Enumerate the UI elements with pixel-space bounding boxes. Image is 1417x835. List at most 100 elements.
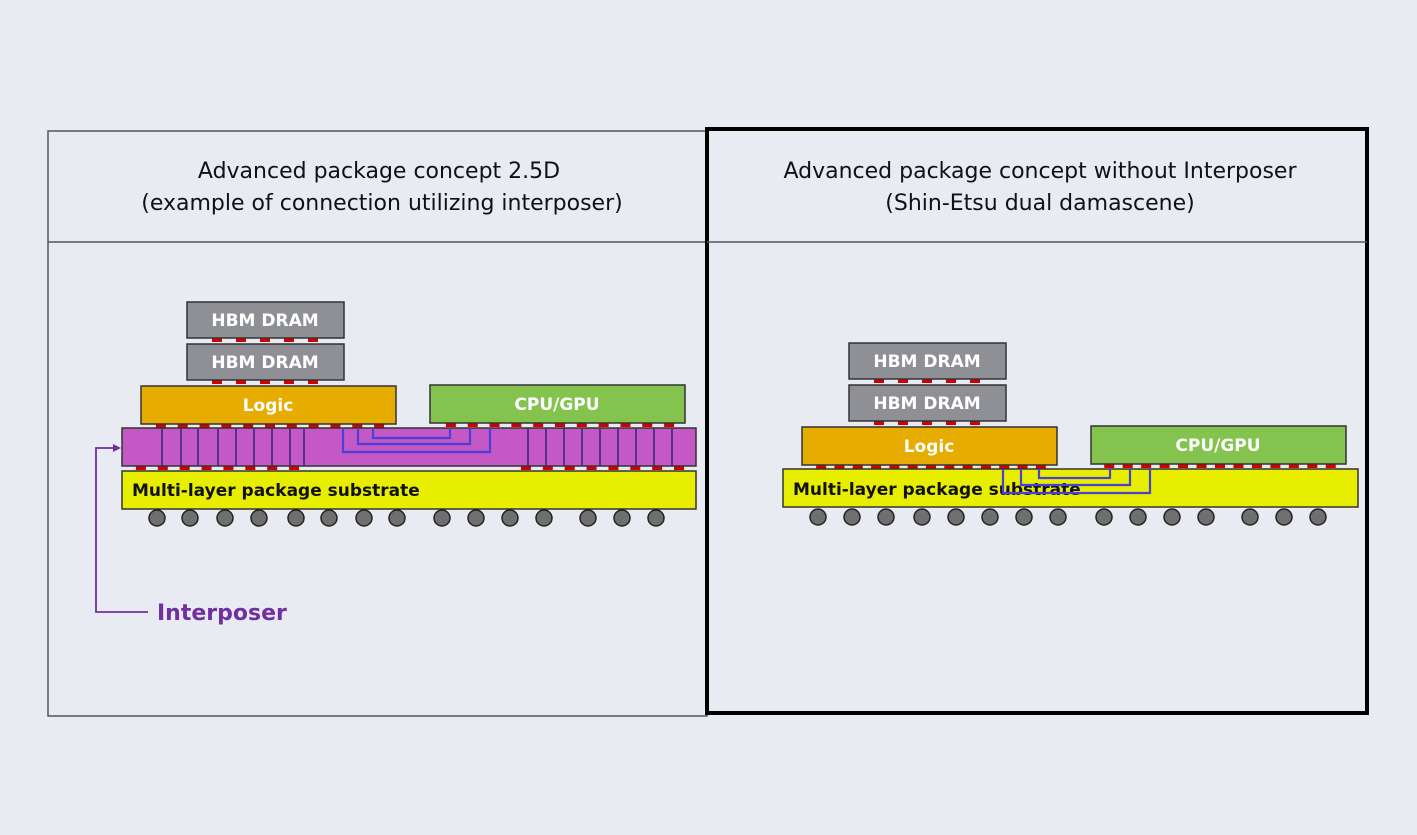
micro-bump — [962, 464, 973, 469]
left-cpu-gpu-die — [429, 384, 686, 424]
micro-bump — [1159, 463, 1170, 468]
micro-bump — [265, 423, 275, 428]
micro-bump — [926, 464, 936, 469]
right-hbm-dram-bottom — [848, 384, 1007, 422]
micro-bump — [199, 423, 210, 428]
solder-ball — [647, 509, 665, 527]
solder-ball — [467, 509, 485, 527]
solder-ball — [1049, 508, 1067, 526]
solder-ball — [613, 509, 631, 527]
micro-bump — [922, 378, 932, 383]
micro-bump — [1141, 463, 1152, 468]
solder-ball — [501, 509, 519, 527]
micro-bump — [243, 423, 254, 428]
interposer-label: Interposer — [157, 601, 287, 626]
micro-bump — [330, 423, 341, 428]
right-bumps — [816, 378, 1336, 469]
left-hbm-dram-bottom-label: HBM DRAM — [211, 353, 318, 373]
solder-ball — [1163, 508, 1181, 526]
micro-bump — [970, 378, 980, 383]
right-panel-title-line2: (Shin-Etsu dual damascene) — [885, 191, 1194, 216]
right-dual-damascene-wiring — [1001, 469, 1152, 495]
micro-bump — [155, 423, 166, 428]
micro-bump — [286, 423, 297, 428]
left-cpu-gpu-label: CPU/GPU — [514, 395, 599, 415]
solder-ball — [1309, 508, 1327, 526]
solder-ball — [1095, 508, 1113, 526]
solder-ball — [287, 509, 305, 527]
micro-bump — [467, 422, 478, 427]
left-bumps — [135, 337, 685, 470]
interposer-pointer-arrow — [95, 447, 148, 613]
micro-bump — [533, 422, 544, 427]
micro-bump — [260, 379, 270, 384]
micro-bump — [608, 465, 619, 470]
micro-bump — [834, 464, 845, 469]
micro-bump — [212, 337, 222, 342]
micro-bump — [135, 465, 146, 470]
solder-ball — [913, 508, 931, 526]
micro-bump — [652, 465, 663, 470]
micro-bump — [374, 423, 385, 428]
micro-bump — [907, 464, 918, 469]
micro-bump — [852, 464, 863, 469]
micro-bump — [308, 337, 318, 342]
micro-bump — [555, 422, 565, 427]
micro-bump — [520, 465, 531, 470]
micro-bump — [889, 464, 900, 469]
micro-bump — [511, 422, 522, 427]
micro-bump — [1307, 463, 1318, 468]
solder-ball — [1197, 508, 1215, 526]
solder-ball — [433, 509, 451, 527]
micro-bump — [1035, 464, 1046, 469]
micro-bump — [898, 420, 908, 425]
right-package-substrate — [782, 468, 1359, 508]
micro-bump — [221, 423, 232, 428]
micro-bump — [223, 465, 234, 470]
left-interposer — [121, 427, 697, 467]
left-logic-label: Logic — [243, 396, 294, 416]
micro-bump — [674, 465, 685, 470]
micro-bump — [946, 420, 956, 425]
solder-ball — [320, 509, 338, 527]
micro-bump — [874, 420, 884, 425]
solder-ball — [1241, 508, 1259, 526]
micro-bump — [898, 378, 908, 383]
micro-bump — [946, 378, 956, 383]
solder-ball — [1129, 508, 1147, 526]
solder-ball — [535, 509, 553, 527]
micro-bump — [245, 465, 256, 470]
micro-bump — [308, 423, 319, 428]
micro-bump — [289, 465, 300, 470]
right-solder-balls — [809, 508, 1327, 526]
micro-bump — [816, 464, 827, 469]
solder-ball — [1275, 508, 1293, 526]
solder-ball — [388, 509, 406, 527]
right-hbm-dram-top-label: HBM DRAM — [873, 352, 980, 372]
micro-bump — [489, 422, 500, 427]
micro-bump — [630, 465, 641, 470]
micro-bump — [944, 464, 955, 469]
solder-ball — [843, 508, 861, 526]
left-hbm-dram-top-label: HBM DRAM — [211, 311, 318, 331]
micro-bump — [564, 465, 575, 470]
micro-bump — [586, 465, 597, 470]
micro-bump — [445, 422, 456, 427]
left-panel-title-line1: Advanced package concept 2.5D — [198, 159, 560, 184]
solder-ball — [355, 509, 373, 527]
micro-bump — [871, 464, 882, 469]
solder-ball — [981, 508, 999, 526]
interposer-pointer-arrowhead — [113, 444, 121, 452]
micro-bump — [1288, 463, 1299, 468]
micro-bump — [236, 379, 246, 384]
micro-bump — [620, 422, 631, 427]
left-package-substrate — [121, 470, 697, 510]
left-hbm-dram-bottom — [186, 343, 345, 381]
micro-bump — [642, 422, 653, 427]
micro-bump — [260, 337, 270, 342]
micro-bump — [874, 378, 884, 383]
solder-ball — [1015, 508, 1033, 526]
micro-bump — [922, 420, 932, 425]
micro-bump — [267, 465, 278, 470]
